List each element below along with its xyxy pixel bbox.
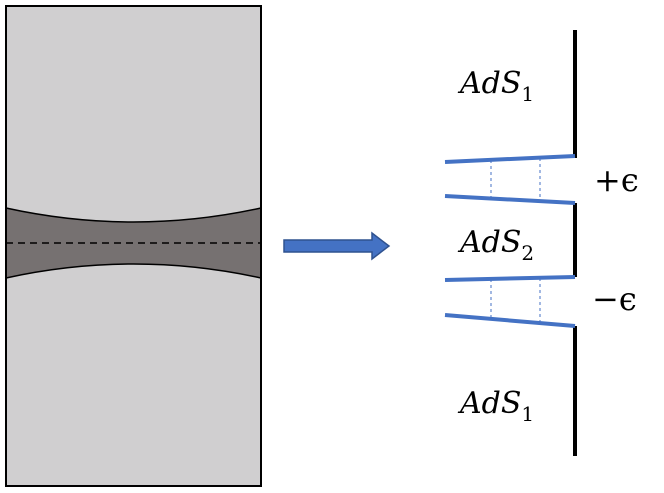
brane-lower-bottom bbox=[444, 313, 576, 328]
cylinder-panel bbox=[5, 5, 262, 487]
ads-boundary-panel: AdS1 AdS2 AdS1 +ϵ −ϵ bbox=[444, 30, 639, 456]
cylinder-outline bbox=[5, 5, 262, 487]
brane-upper-bottom bbox=[444, 194, 576, 205]
brane-lower-top bbox=[444, 275, 576, 282]
gap-label-plus-epsilon: +ϵ bbox=[594, 161, 639, 199]
region-label-bottom: AdS1 bbox=[457, 386, 534, 426]
region-label-middle: AdS2 bbox=[457, 225, 534, 265]
right-arrow-icon bbox=[283, 231, 391, 261]
brane-upper-top bbox=[444, 154, 576, 164]
gap-label-minus-epsilon: −ϵ bbox=[592, 280, 637, 318]
neck-lower-edge bbox=[5, 263, 262, 279]
region-label-top: AdS1 bbox=[457, 66, 534, 106]
neck-upper-edge bbox=[5, 207, 262, 223]
cylinder-neck bbox=[6, 208, 261, 278]
